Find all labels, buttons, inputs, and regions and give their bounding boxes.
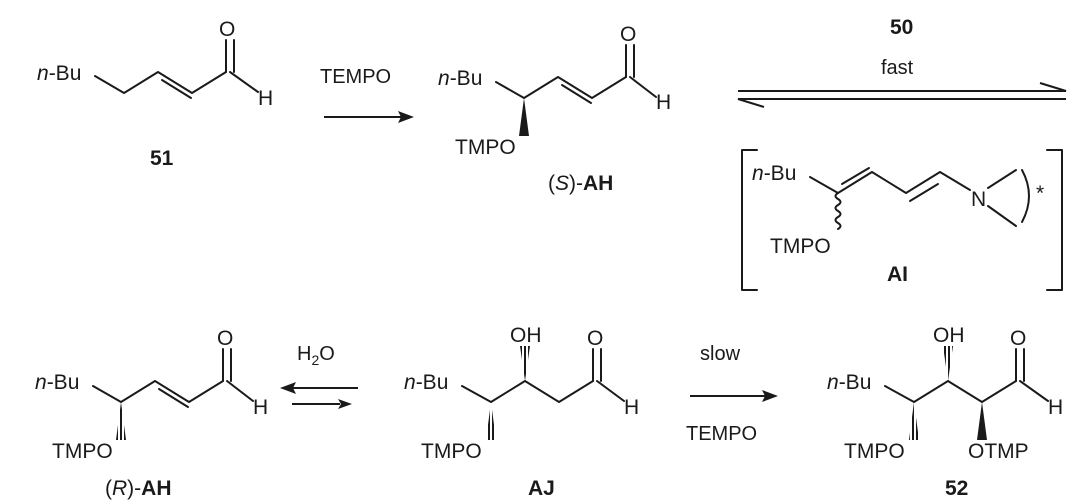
star-ai: * (1036, 182, 1044, 205)
chain-rah (92, 380, 224, 403)
arrow-step4: slow TEMPO (686, 343, 778, 445)
reagent-water: H2O (297, 343, 335, 368)
n-methyl-bonds (987, 169, 1017, 227)
wavy-bond-ai (834, 192, 842, 230)
hash-bond-52-otmp (909, 402, 919, 440)
label-r-ah: (R)-AH (105, 477, 172, 500)
hydrogen-52: H (1048, 396, 1063, 419)
nitrogen-ai: N (971, 188, 986, 211)
equilibrium-step3: H2O (280, 343, 358, 409)
oxygen-51: O (219, 18, 235, 41)
compound-aj: n-Bu OH O H TMPO AJ (404, 324, 639, 500)
nbu-label-aj: n-Bu (404, 371, 448, 394)
tmpo-label-aj: TMPO (421, 440, 482, 463)
nbu-label-sah: n-Bu (438, 67, 482, 90)
chain-sah (495, 76, 627, 99)
chain-ai (809, 171, 971, 194)
compound-52: n-Bu OH O H TMPO OTMP 52 (827, 324, 1063, 500)
compound-51: n-Bu O H 51 (37, 18, 273, 170)
otmp-label-52: OTMP (968, 440, 1029, 463)
equilibrium-step2: 50 fast (737, 16, 1067, 108)
reagent-fast: fast (881, 57, 914, 79)
carbonyl-rah (222, 348, 232, 382)
left-bracket (741, 149, 758, 291)
chain-51 (94, 71, 227, 94)
carbonyl-52 (1015, 348, 1025, 382)
right-bracket (1046, 149, 1063, 291)
hash-bond-aj-oh (520, 346, 530, 381)
nbu-label-rah: n-Bu (35, 371, 79, 394)
double-bond-rah (158, 388, 189, 408)
tmpo-label-ai: TMPO (770, 235, 831, 258)
reverse-harpoon (737, 98, 1066, 108)
reagent-tempo-1: TEMPO (320, 66, 391, 88)
label-ai: AI (887, 263, 908, 286)
nbu-label-52: n-Bu (827, 371, 871, 394)
label-s-ah: (S)-AH (548, 172, 613, 195)
reagent-50: 50 (890, 16, 913, 39)
forward-arrow-head (338, 399, 352, 409)
label-52: 52 (945, 477, 968, 500)
label-51: 51 (150, 147, 174, 170)
label-aj: AJ (528, 477, 555, 500)
parenthesis-ai (1021, 169, 1030, 223)
hydroxyl-aj: OH (510, 324, 542, 347)
oxygen-aj: O (587, 327, 603, 350)
arrow-head-4 (762, 390, 778, 402)
hydrogen-sah: H (656, 91, 671, 114)
double-bond-ai-1 (841, 167, 870, 185)
hash-bond-52-oh (943, 346, 953, 381)
hydrogen-rah: H (253, 396, 268, 419)
compound-r-ah: n-Bu O H TMPO (R)-AH (35, 327, 268, 500)
carbonyl-aj (592, 348, 602, 382)
nbu-label-51: n-Bu (37, 62, 81, 85)
hydrogen-51: H (258, 87, 273, 110)
oxygen-sah: O (620, 23, 636, 46)
intermediate-ai: n-Bu TMPO N * AI (741, 149, 1063, 291)
hash-bond-aj-otmp (486, 402, 496, 440)
arrow-step1: TEMPO (320, 66, 414, 123)
wedge-bond-52 (977, 402, 987, 440)
hash-bond-rah (116, 402, 126, 440)
aldehyde-h-bond-51 (229, 71, 259, 93)
double-bond-51 (161, 79, 192, 99)
double-bond-sah (561, 84, 592, 104)
tmpo-label-rah: TMPO (52, 440, 113, 463)
reagent-tempo-4: TEMPO (686, 423, 757, 445)
aldehyde-h-bond-52 (1019, 380, 1049, 402)
chain-52 (884, 380, 1017, 403)
oxygen-52: O (1010, 327, 1026, 350)
oxygen-rah: O (217, 327, 233, 350)
carbonyl-sah (625, 44, 635, 78)
double-bond-ai-2 (909, 183, 939, 202)
hydrogen-aj: H (624, 396, 639, 419)
hydroxyl-52: OH (933, 324, 965, 347)
chain-aj (461, 380, 594, 403)
aldehyde-h-bond-rah (226, 380, 254, 402)
carbonyl-51 (225, 39, 235, 73)
aldehyde-h-bond-sah (629, 76, 657, 98)
compound-s-ah: n-Bu O H TMPO (S)-AH (438, 23, 671, 195)
tmpo-label-52: TMPO (844, 440, 905, 463)
reagent-slow: slow (700, 343, 741, 365)
aldehyde-h-bond-aj (596, 380, 625, 402)
reverse-arrow-head (280, 382, 296, 394)
tmpo-label-sah: TMPO (455, 136, 516, 159)
arrow-head-1 (398, 111, 414, 123)
forward-harpoon (738, 82, 1067, 92)
wedge-bond-sah (519, 98, 529, 136)
nbu-label-ai: n-Bu (752, 162, 796, 185)
